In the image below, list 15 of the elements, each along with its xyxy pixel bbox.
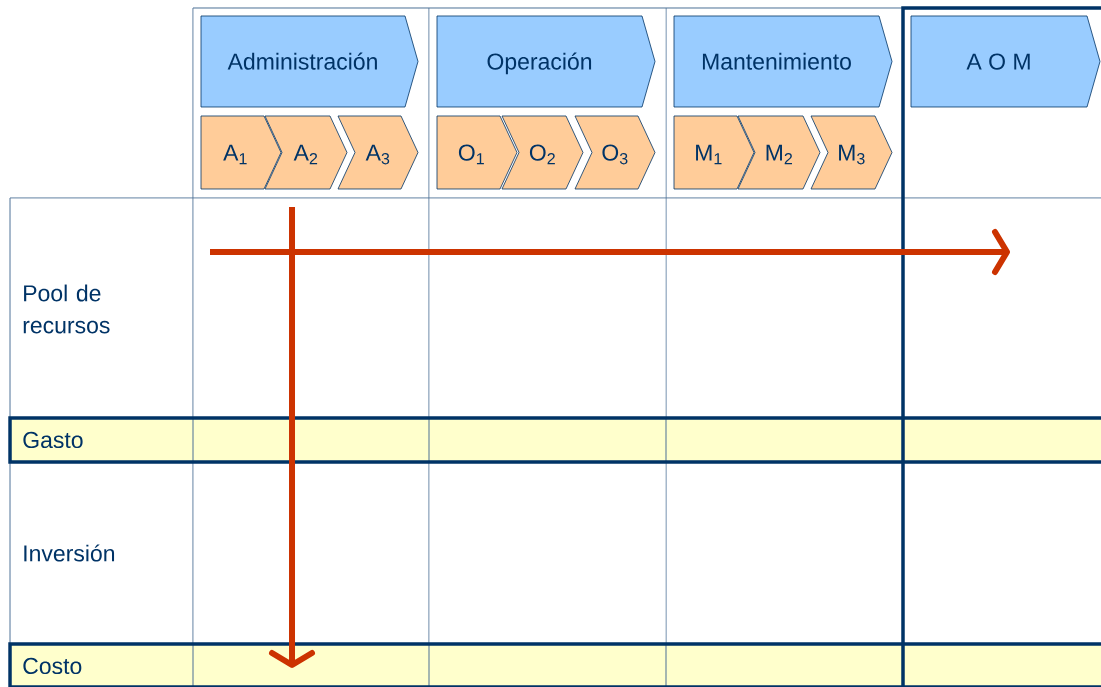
phase-header: Operación xyxy=(436,15,656,108)
step-box: O$_{3}$ xyxy=(574,115,656,190)
step-box: M$_{2}$ xyxy=(737,115,821,190)
row-label: Pool de recursos xyxy=(23,284,110,334)
step-box: O$_{2}$ xyxy=(501,115,584,190)
band-row: Costo xyxy=(8,642,1101,687)
step-box: M$_{3}$ xyxy=(810,115,893,190)
phase-header: A O M xyxy=(910,15,1101,108)
step-box: A$_{2}$ xyxy=(264,115,348,190)
band-row: Gasto xyxy=(8,416,1101,464)
phase-header: Mantenimiento xyxy=(673,15,893,108)
step-box: O$_{1}$ xyxy=(436,115,518,190)
step-box: A$_{3}$ xyxy=(337,115,419,190)
row-label: Inversión xyxy=(24,544,115,562)
phase-header: Administración xyxy=(200,15,419,108)
